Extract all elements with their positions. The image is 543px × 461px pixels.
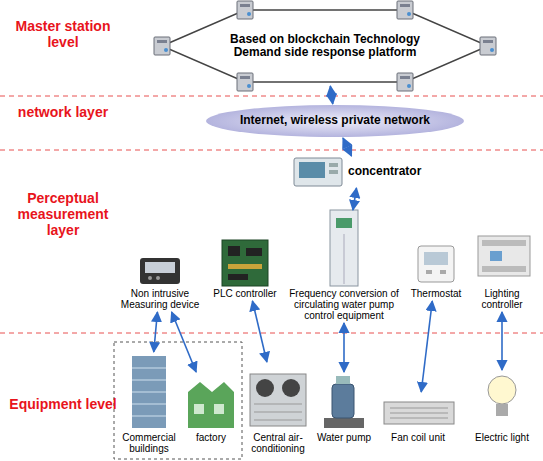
device-box: Lighting controller (466, 230, 538, 312)
node-text: Central air-conditioning (245, 432, 311, 454)
device-box: Thermostat (408, 240, 464, 301)
server-icon (237, 73, 253, 91)
node-text: Thermostat (408, 288, 464, 299)
device-box: Central air-conditioning (245, 362, 311, 456)
concentrator-device: concentrator (292, 156, 426, 188)
connector-arrow (172, 312, 196, 372)
node-text: Frequency conversion of circulating wate… (282, 288, 406, 321)
device-box: Fan coil unit (380, 392, 456, 445)
node-text: factory (184, 432, 238, 443)
connector-arrow (501, 312, 503, 370)
server-icon (480, 37, 496, 55)
node-text: Non intrusive Measuring device (112, 288, 208, 310)
node-text: concentrator (348, 165, 421, 178)
connector-arrow (252, 301, 266, 362)
device-box: Commercial buildings (118, 352, 180, 456)
device-box: PLC controller (212, 238, 278, 301)
node-text: Electric light (470, 432, 534, 443)
layer-label: network layer (8, 104, 118, 120)
device-box: factory (184, 372, 238, 445)
device-box: Non intrusive Measuring device (112, 255, 208, 312)
node-text: Lighting controller (466, 288, 538, 310)
connector-arrow (353, 188, 356, 210)
server-icon (397, 1, 413, 19)
server-icon (237, 1, 253, 19)
connector-arrow (343, 138, 351, 156)
connector-arrow (421, 301, 432, 392)
node-text: Commercial buildings (118, 432, 180, 454)
platform-ring: Based on blockchain Technology Demand si… (150, 6, 500, 86)
device-box: Water pump (316, 372, 372, 445)
layer-label: Perceptual measurement layer (8, 190, 118, 238)
node-text: Water pump (316, 432, 372, 443)
layer-label: Master station level (8, 18, 118, 50)
node-text: PLC controller (212, 288, 278, 299)
connector-arrow (154, 312, 158, 352)
server-icon (154, 37, 170, 55)
layer-label: Equipment level (8, 396, 118, 412)
node-text: Internet, wireless private network (240, 114, 430, 127)
device-box: Electric light (470, 370, 534, 445)
network-cloud: Internet, wireless private network (205, 104, 465, 138)
device-box: Frequency conversion of circulating wate… (282, 210, 406, 323)
node-text: Based on blockchain Technology Demand si… (220, 33, 430, 59)
connector-arrow (330, 86, 332, 104)
connector-arrow (343, 323, 345, 372)
node-text: Fan coil unit (380, 432, 456, 443)
server-icon (397, 73, 413, 91)
